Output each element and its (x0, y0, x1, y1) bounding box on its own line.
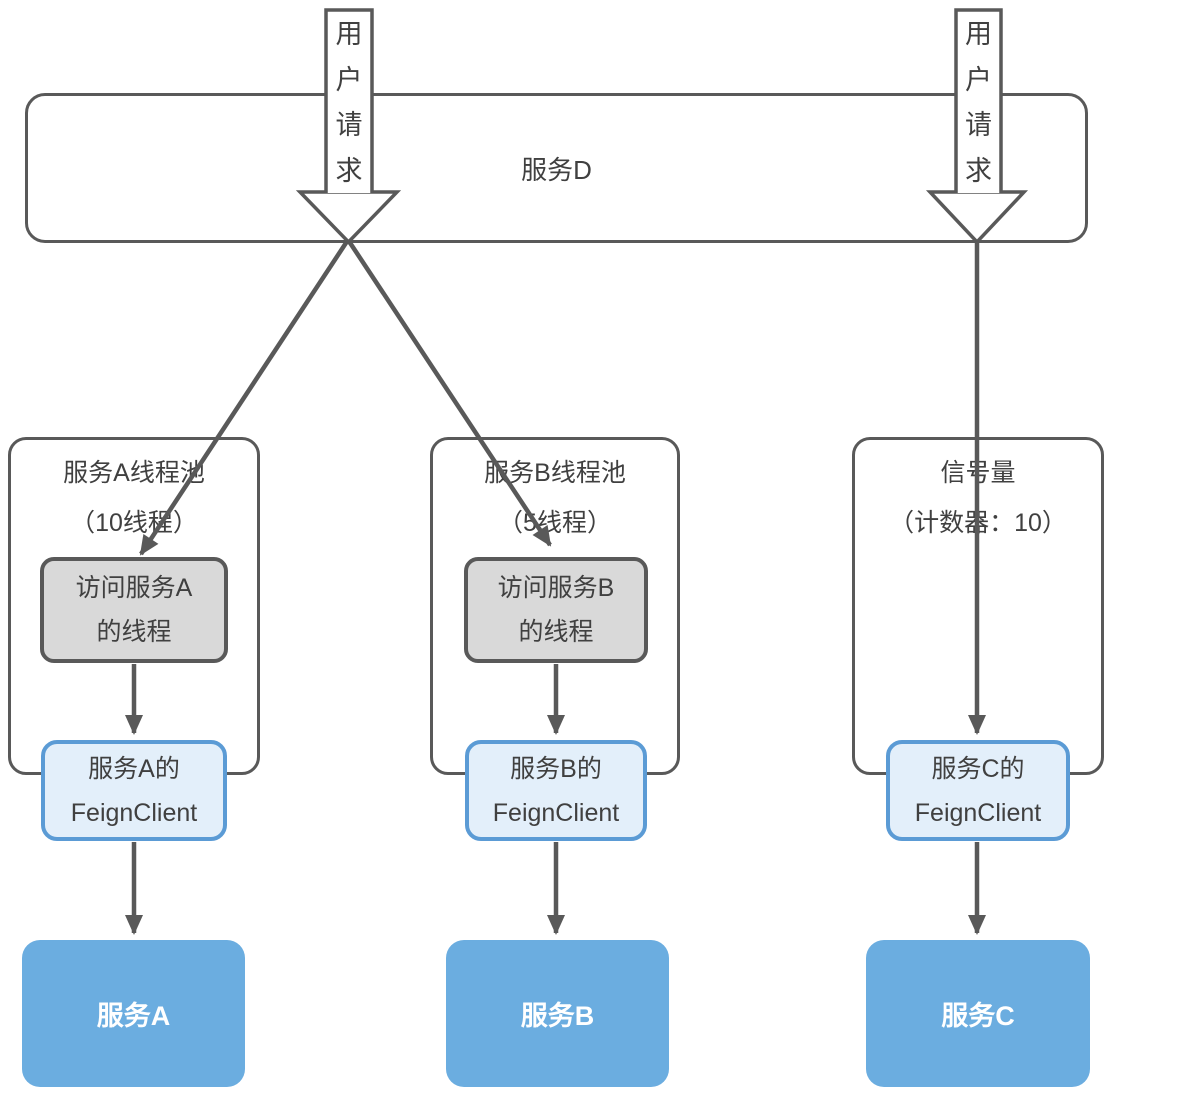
thread-box-a-line2: 的线程 (96, 618, 172, 646)
service-b-box: 服务B (446, 940, 669, 1087)
thread-pool-a-title: 服务A线程池 （10线程） (11, 448, 257, 548)
thread-pool-b-title-line1: 服务B线程池 (484, 459, 626, 487)
service-d-label: 服务D (521, 154, 592, 185)
thread-pool-b-title-line2: （5线程） (498, 509, 612, 537)
thread-pool-b-title: 服务B线程池 （5线程） (433, 448, 677, 548)
semaphore-title: 信号量 （计数器：10） (855, 448, 1101, 548)
service-c-label: 服务C (941, 1001, 1015, 1031)
feign-client-a: 服务A的 FeignClient (41, 740, 227, 841)
feign-client-a-line1: 服务A的 (88, 754, 180, 783)
feign-client-a-line2: FeignClient (70, 798, 198, 827)
thread-pool-a-title-line2: （10线程） (70, 509, 198, 537)
feign-client-b-line1: 服务B的 (510, 754, 602, 783)
feign-client-b-line2: FeignClient (492, 798, 620, 827)
user-request-right-label: 用户请求 (965, 19, 992, 186)
semaphore-container: 信号量 （计数器：10） (852, 437, 1104, 775)
thread-box-b-line2: 的线程 (518, 618, 594, 646)
semaphore-title-line2: （计数器：10） (889, 509, 1067, 537)
semaphore-title-line1: 信号量 (940, 459, 1016, 487)
thread-box-b-line1: 访问服务B (497, 574, 615, 602)
service-d-box: 服务D (25, 93, 1088, 243)
feign-client-b: 服务B的 FeignClient (465, 740, 647, 841)
service-b-label: 服务B (520, 1001, 595, 1031)
thread-box-a: 访问服务A 的线程 (40, 557, 228, 663)
user-request-left-label: 用户请求 (335, 19, 363, 186)
service-a-label: 服务A (96, 1001, 171, 1031)
feign-client-c-line2: FeignClient (914, 798, 1042, 827)
service-c-box: 服务C (866, 940, 1090, 1087)
thread-box-b: 访问服务B 的线程 (464, 557, 648, 663)
thread-box-a-line1: 访问服务A (75, 574, 193, 602)
thread-pool-a-title-line1: 服务A线程池 (63, 459, 205, 487)
feign-client-c: 服务C的 FeignClient (886, 740, 1070, 841)
service-a-box: 服务A (22, 940, 245, 1087)
feign-client-c-line1: 服务C的 (931, 754, 1025, 783)
